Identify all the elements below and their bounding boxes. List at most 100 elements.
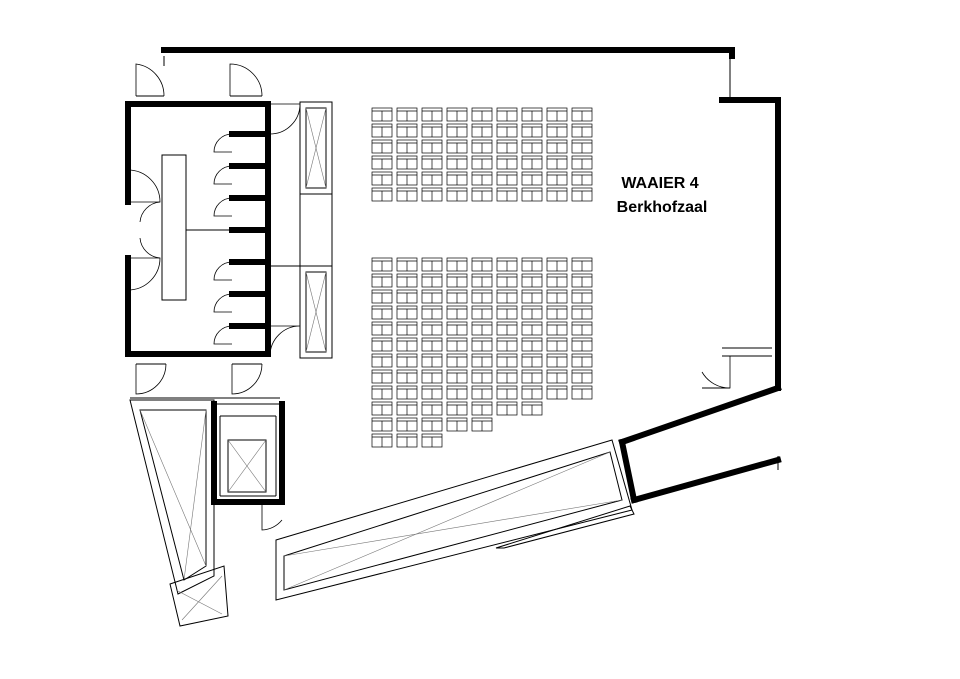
seat xyxy=(471,273,493,288)
seat xyxy=(546,139,568,154)
seat xyxy=(371,123,393,138)
seat xyxy=(446,289,468,304)
seat xyxy=(496,385,518,400)
seat xyxy=(371,385,393,400)
seat xyxy=(446,107,468,122)
seat xyxy=(371,337,393,352)
seat xyxy=(496,337,518,352)
seat xyxy=(496,257,518,272)
seat xyxy=(371,107,393,122)
seat xyxy=(496,289,518,304)
seat xyxy=(396,171,418,186)
ramp xyxy=(261,439,635,601)
seat xyxy=(521,289,543,304)
seat xyxy=(521,171,543,186)
seat xyxy=(371,305,393,320)
cabinet-lower xyxy=(299,265,333,359)
seat xyxy=(546,289,568,304)
seat xyxy=(546,273,568,288)
seating-front-block xyxy=(371,107,593,202)
seat xyxy=(471,139,493,154)
seat xyxy=(421,417,443,432)
seat xyxy=(471,289,493,304)
seat xyxy=(446,305,468,320)
seat xyxy=(471,321,493,336)
lift-car xyxy=(227,439,267,493)
seat xyxy=(396,353,418,368)
seat xyxy=(571,139,593,154)
seat xyxy=(471,257,493,272)
seat xyxy=(546,107,568,122)
toilet-block xyxy=(125,101,271,357)
seat xyxy=(471,353,493,368)
seat xyxy=(396,187,418,202)
right-door xyxy=(701,347,772,389)
cabinets xyxy=(270,101,333,359)
seat xyxy=(521,305,543,320)
seat xyxy=(571,385,593,400)
seat xyxy=(521,353,543,368)
seat xyxy=(546,257,568,272)
seat xyxy=(371,171,393,186)
seat xyxy=(396,433,418,448)
seat xyxy=(521,187,543,202)
seat xyxy=(446,369,468,384)
seat xyxy=(396,417,418,432)
outer-walls xyxy=(161,47,782,446)
seat xyxy=(396,385,418,400)
seat xyxy=(371,139,393,154)
seat xyxy=(571,171,593,186)
seat xyxy=(521,273,543,288)
seat xyxy=(446,171,468,186)
seat xyxy=(496,155,518,170)
seat xyxy=(471,187,493,202)
seat xyxy=(371,401,393,416)
seat xyxy=(571,369,593,384)
seat xyxy=(546,123,568,138)
seat xyxy=(421,385,443,400)
seat xyxy=(496,107,518,122)
seat xyxy=(396,337,418,352)
seat xyxy=(421,273,443,288)
seat xyxy=(471,171,493,186)
seat xyxy=(521,337,543,352)
seat xyxy=(446,273,468,288)
seat xyxy=(396,369,418,384)
seat xyxy=(421,171,443,186)
seat xyxy=(446,401,468,416)
seat xyxy=(546,321,568,336)
seat xyxy=(571,273,593,288)
seat xyxy=(446,353,468,368)
seat xyxy=(396,273,418,288)
seat xyxy=(396,305,418,320)
seat xyxy=(396,289,418,304)
seat xyxy=(521,155,543,170)
seat xyxy=(371,257,393,272)
seat xyxy=(371,273,393,288)
seat xyxy=(521,401,543,416)
seat xyxy=(396,123,418,138)
seat xyxy=(371,187,393,202)
seat xyxy=(571,289,593,304)
seat xyxy=(471,417,493,432)
seat xyxy=(496,401,518,416)
seat xyxy=(496,187,518,202)
seat xyxy=(396,107,418,122)
seat xyxy=(546,353,568,368)
seat xyxy=(396,257,418,272)
seat xyxy=(521,123,543,138)
seat xyxy=(446,257,468,272)
seat xyxy=(396,155,418,170)
seat xyxy=(571,187,593,202)
entry-corridor-walls xyxy=(618,438,782,504)
seat xyxy=(571,123,593,138)
room-subtitle: Berkhofzaal xyxy=(617,199,708,216)
seat xyxy=(446,417,468,432)
seat xyxy=(546,305,568,320)
seat xyxy=(371,369,393,384)
seat xyxy=(546,155,568,170)
seat xyxy=(521,369,543,384)
seat xyxy=(471,369,493,384)
seat xyxy=(421,187,443,202)
